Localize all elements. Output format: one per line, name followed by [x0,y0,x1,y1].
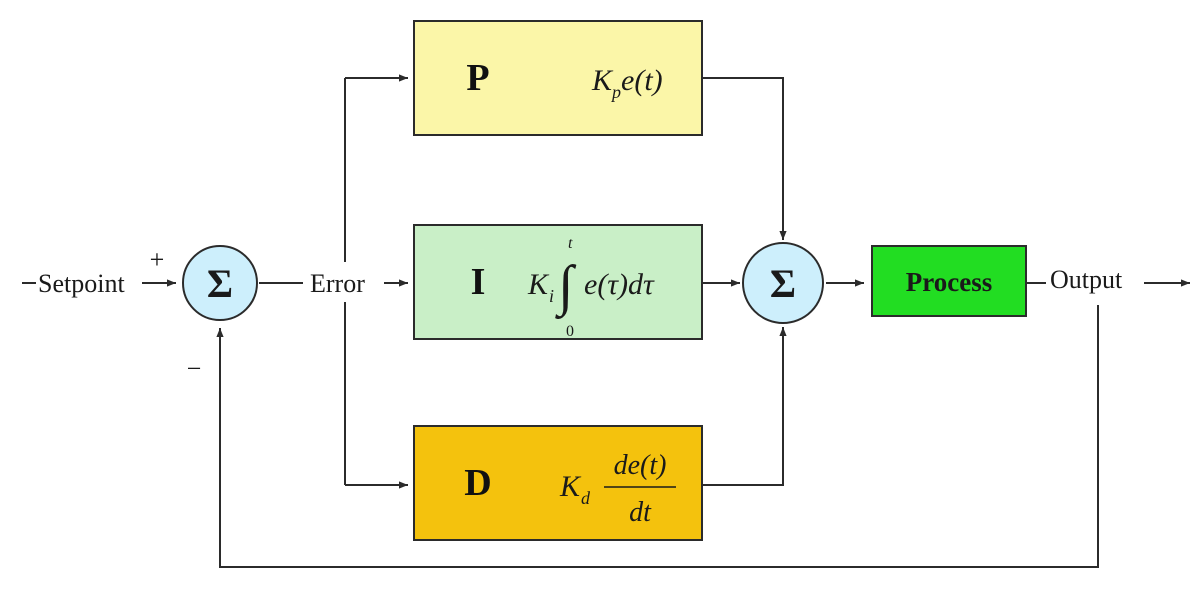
summer-1-sigma: Σ [207,261,233,306]
p-letter: P [466,57,489,99]
feedback-wire [216,305,1099,568]
d-block: D K d de(t) dt [413,425,703,541]
process-block: Process [871,245,1027,317]
d-denominator: dt [629,497,652,528]
process-label: Process [906,267,992,297]
summer-1: Σ [182,245,258,321]
summer-2: Σ [742,242,824,324]
p-out-wire [702,77,787,240]
i-upper-limit: t [568,235,573,252]
p-gain-sub: p [610,82,621,102]
summer-2-sigma: Σ [770,261,796,306]
d-numerator: de(t) [614,450,667,481]
i-letter: I [471,261,486,303]
p-gain: K [591,64,614,97]
minus-sign: − [187,354,202,383]
p-formula: Kpe(t) [591,64,663,102]
d-out-wire [702,327,787,486]
i-block: I K i ∫ t 0 e(τ)dτ [413,224,703,340]
error-label: Error [310,269,365,298]
plus-sign: + [150,245,165,274]
i-gain-sub: i [549,286,554,306]
p-block: P Kpe(t) [413,20,703,136]
i-gain: K [527,268,550,301]
p-expr: e(t) [621,64,663,97]
d-gain: K [559,470,582,503]
output-label: Output [1050,265,1123,294]
d-gain-sub: d [581,488,591,508]
integral-sign: ∫ [555,255,577,320]
setpoint-label: Setpoint [38,269,125,298]
i-expr: e(τ)dτ [584,268,655,301]
d-letter: D [464,462,491,504]
i-lower-limit: 0 [566,323,574,340]
